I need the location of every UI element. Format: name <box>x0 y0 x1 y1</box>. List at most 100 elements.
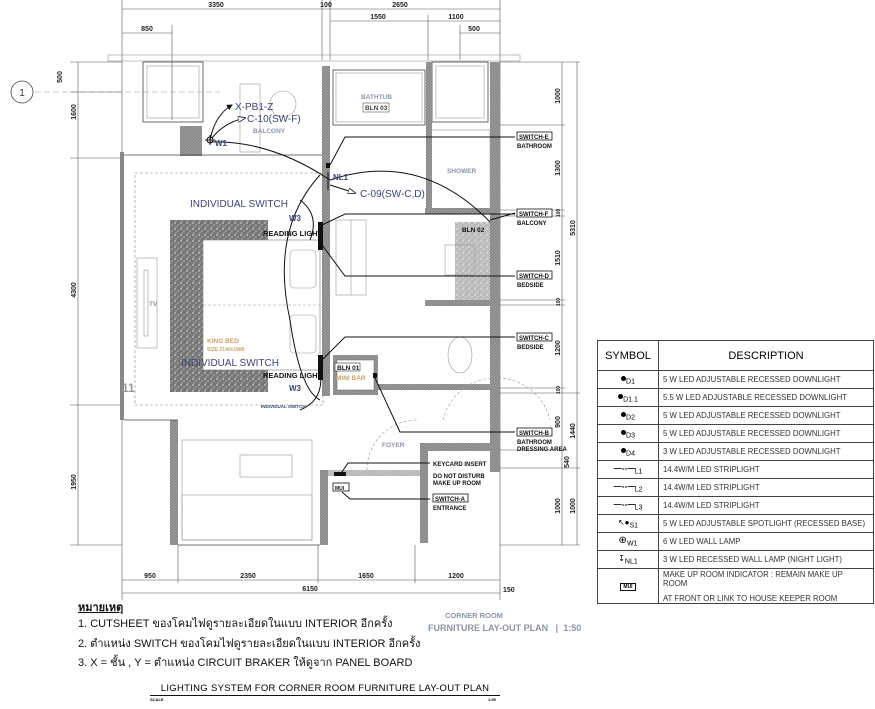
symbol-code: L1 <box>634 468 643 476</box>
legend-description: 14.4W/M LED STRIPLIGHT <box>658 478 874 497</box>
description-text: AT FRONT OR LINK TO HOUSE KEEPER ROOM <box>663 593 838 603</box>
legend-description: 14.4W/M LED STRIPLIGHT <box>658 496 874 515</box>
svg-text:MUI: MUI <box>335 486 345 492</box>
svg-text:900: 900 <box>555 416 562 428</box>
svg-text:KING BED: KING BED <box>207 338 239 345</box>
legend-description: 5 W LED ADJUSTABLE RECESSED DOWNLIGHT <box>658 406 874 425</box>
legend-row: D1.1 5.5 W LED ADJUSTABLE RECESSED DOWNLI… <box>597 388 874 407</box>
svg-text:1200: 1200 <box>448 573 464 580</box>
symbol-code: NL1 <box>624 558 638 566</box>
wall-lamp-crosshair-icon: ⊕W1 <box>597 532 659 551</box>
downlight-dot-icon: D4 <box>597 442 659 461</box>
legend-row: D3 5 W LED ADJUSTABLE RECESSED DOWNLIGHT <box>597 424 874 443</box>
downlight-dot-icon: D2 <box>597 406 659 425</box>
description-text: 5.5 W LED ADJUSTABLE RECESSED DOWNLIGHT <box>663 393 847 402</box>
legend-row: — - - —L2 14.4W/M LED STRIPLIGHT <box>597 478 874 497</box>
scale-label: SCALE <box>150 697 164 702</box>
svg-text:W1: W1 <box>215 139 228 148</box>
svg-text:BALCONY: BALCONY <box>517 221 547 227</box>
drawing-title: LIGHTING SYSTEM FOR CORNER ROOM FURNITUR… <box>150 683 500 696</box>
switch-labels: SWITCH-E BATHROOM SWITCH-F BALCONY SWITC… <box>332 131 567 512</box>
room-labels: BATHTUB BLN 03 BALCONY SHOWER BLN 02 TV … <box>149 94 485 449</box>
svg-text:W3: W3 <box>289 214 302 223</box>
symbol-code: D2 <box>626 414 635 422</box>
notes: หมายเหตุ 1. CUTSHEET ของโคมไฟดูรายละเอีย… <box>78 601 420 674</box>
svg-text:3350: 3350 <box>208 2 224 9</box>
plan-room-name: CORNER ROOM <box>445 611 503 620</box>
description-text: 14.4W/M LED STRIPLIGHT <box>663 483 760 492</box>
svg-text:KEYCARD INSERT: KEYCARD INSERT <box>433 462 487 468</box>
svg-text:6150: 6150 <box>302 586 318 593</box>
svg-text:INDIVIDUAL SWITCH: INDIVIDUAL SWITCH <box>261 404 306 409</box>
svg-text:150: 150 <box>503 587 515 594</box>
svg-text:100: 100 <box>556 386 562 395</box>
svg-text:BLN 03: BLN 03 <box>365 105 388 112</box>
dimension-labels: 3350 100 2650 1550 1100 850 500 950 2350… <box>57 2 577 594</box>
svg-text:BEDSIDE: BEDSIDE <box>517 283 544 289</box>
svg-text:BEDSIDE: BEDSIDE <box>517 345 544 351</box>
svg-text:1000: 1000 <box>570 498 577 514</box>
svg-text:1100: 1100 <box>448 14 463 21</box>
svg-text:READING LIGHT: READING LIGHT <box>263 229 323 238</box>
svg-text:BLN 02: BLN 02 <box>462 227 485 234</box>
svg-text:C-10(SW-F): C-10(SW-F) <box>247 114 301 125</box>
svg-text:W3: W3 <box>289 384 302 393</box>
lighting-callouts: X-PB1-Z C-10(SW-F) W1 NL1 C-09(SW-C,D) I… <box>181 102 425 409</box>
svg-text:500: 500 <box>468 26 480 33</box>
symbol-code: MUI <box>620 583 636 591</box>
legend-row: D2 5 W LED ADJUSTABLE RECESSED DOWNLIGHT <box>597 406 874 425</box>
legend-row: MUI MAKE UP ROOM INDICATOR : REMAIN MAKE … <box>597 568 874 604</box>
description-text: MAKE UP ROOM INDICATOR : REMAIN MAKE UP … <box>663 569 843 588</box>
description-text: 5 W LED ADJUSTABLE RECESSED DOWNLIGHT <box>663 429 841 438</box>
scale-value: 1:50 <box>488 697 497 702</box>
legend-row: D1 5 W LED ADJUSTABLE RECESSED DOWNLIGHT <box>597 370 874 389</box>
legend-description: 6 W LED WALL LAMP <box>658 532 874 551</box>
svg-text:850: 850 <box>141 26 153 33</box>
legend-description: MAKE UP ROOM INDICATOR : REMAIN MAKE UP … <box>658 568 874 604</box>
svg-text:DRESSING AREA: DRESSING AREA <box>517 447 567 453</box>
description-text: 5 W LED ADJUSTABLE SPOTLIGHT (RECESSED B… <box>663 519 866 528</box>
svg-text:1510: 1510 <box>555 250 562 266</box>
svg-text:BATHTUB: BATHTUB <box>361 94 392 101</box>
svg-text:NL1: NL1 <box>333 173 349 182</box>
description-text: 3 W LED ADJUSTABLE RECESSED DOWNLIGHT <box>663 447 841 456</box>
svg-text:BATHROOM: BATHROOM <box>517 144 552 150</box>
svg-text:BLN 01: BLN 01 <box>337 365 360 372</box>
symbol-code: L2 <box>634 486 643 494</box>
svg-text:1000: 1000 <box>555 88 562 104</box>
svg-text:1950: 1950 <box>71 474 78 490</box>
svg-text:950: 950 <box>144 573 156 580</box>
svg-text:SIZE 2140x1980: SIZE 2140x1980 <box>207 347 245 353</box>
svg-text:INDIVIDUAL SWITCH: INDIVIDUAL SWITCH <box>190 199 288 210</box>
svg-text:BALCONY: BALCONY <box>253 128 286 135</box>
symbol-code: D1.1 <box>623 396 638 404</box>
svg-text:1650: 1650 <box>358 573 374 580</box>
downlight-dot-icon: D1 <box>597 370 659 389</box>
description-text: 5 W LED ADJUSTABLE RECESSED DOWNLIGHT <box>663 375 841 384</box>
svg-text:MINI BAR: MINI BAR <box>336 375 366 382</box>
downlight-dot-icon: D1.1 <box>597 388 659 407</box>
grid-marker: 1 <box>10 80 220 104</box>
legend-header-symbol: SYMBOL <box>597 340 659 371</box>
description-text: 6 W LED WALL LAMP <box>663 537 741 546</box>
symbol-code: D3 <box>626 432 635 440</box>
spotlight-arrow-icon: ↖●S1 <box>597 514 659 533</box>
svg-text:READING LIGHT: READING LIGHT <box>263 371 323 380</box>
svg-text:100: 100 <box>556 298 562 307</box>
walls: 11 <box>107 54 551 546</box>
striplight-dash-icon: — - - —L2 <box>597 478 659 497</box>
svg-text:ENTRANCE: ENTRANCE <box>433 506 466 512</box>
legend-description: 5.5 W LED ADJUSTABLE RECESSED DOWNLIGHT <box>658 388 874 407</box>
svg-text:SWITCH-D: SWITCH-D <box>519 274 550 280</box>
note-item: 2. ตำแหน่ง SWITCH ของโคมไฟดูรายละเอียดใน… <box>78 637 421 650</box>
svg-text:11: 11 <box>122 381 135 395</box>
legend-description: 3 W LED RECESSED WALL LAMP (NIGHT LIGHT) <box>658 550 874 569</box>
symbol-code: D4 <box>626 450 635 458</box>
svg-text:1300: 1300 <box>555 160 562 176</box>
symbol-code: L3 <box>634 504 643 512</box>
svg-text:4300: 4300 <box>71 282 78 298</box>
